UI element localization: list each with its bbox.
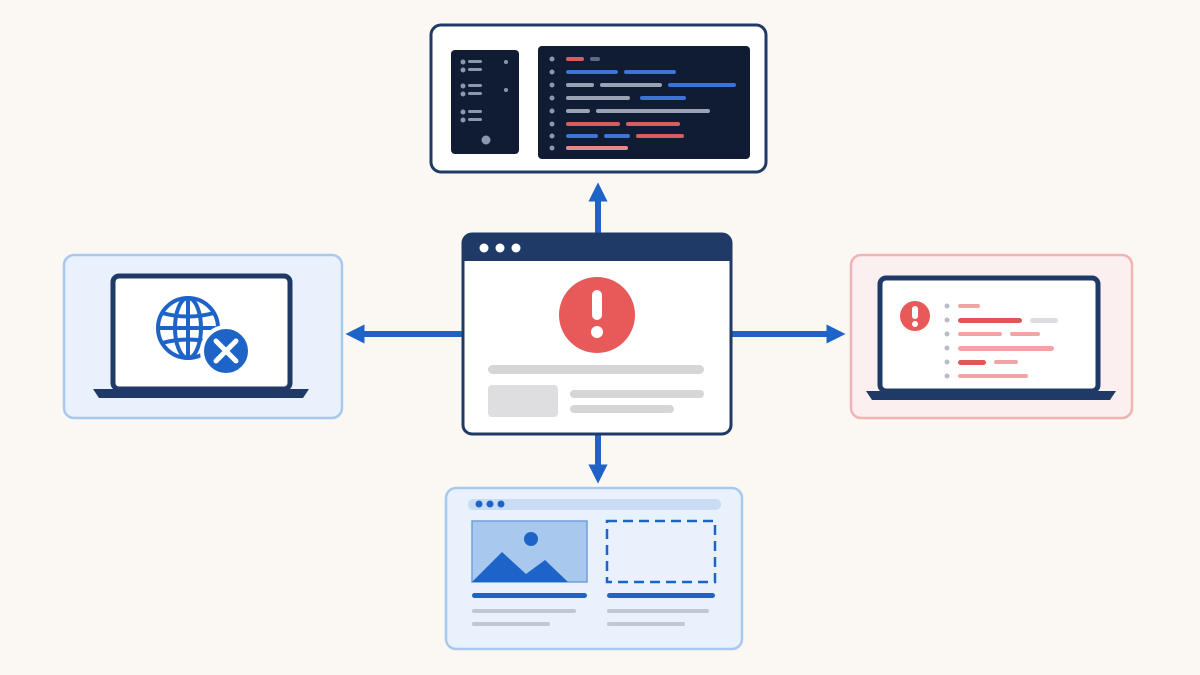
text-line — [607, 622, 685, 626]
heading-line — [607, 593, 715, 598]
laptop-base — [93, 389, 309, 398]
network-error-laptop-icon — [62, 253, 344, 420]
window-titlebar — [468, 499, 721, 510]
error-log-laptop-icon — [849, 253, 1134, 420]
image-placeholder-icon — [471, 520, 588, 583]
window-dot — [495, 243, 505, 253]
exclamation-icon — [900, 301, 930, 331]
text-line — [570, 405, 674, 413]
missing-image-frame — [605, 519, 717, 584]
close-icon — [200, 325, 252, 377]
text-line — [570, 390, 704, 398]
arrows — [345, 182, 846, 484]
broken-layout-window-icon — [444, 486, 744, 651]
laptop-base — [866, 391, 1116, 400]
window-dot — [511, 243, 521, 253]
error-browser-window-icon — [461, 232, 733, 436]
text-line — [607, 609, 709, 613]
code-editor-icon — [429, 23, 768, 174]
editor-sidebar — [451, 50, 519, 154]
content-block — [488, 385, 558, 417]
exclamation-icon — [559, 277, 635, 353]
window-dot — [475, 500, 483, 508]
window-dot — [479, 243, 489, 253]
window-dot — [486, 500, 494, 508]
text-line — [488, 365, 704, 374]
text-line — [472, 609, 576, 613]
window-dot — [497, 500, 505, 508]
editor-code-area — [538, 46, 750, 159]
heading-line — [472, 593, 587, 598]
text-line — [472, 622, 550, 626]
